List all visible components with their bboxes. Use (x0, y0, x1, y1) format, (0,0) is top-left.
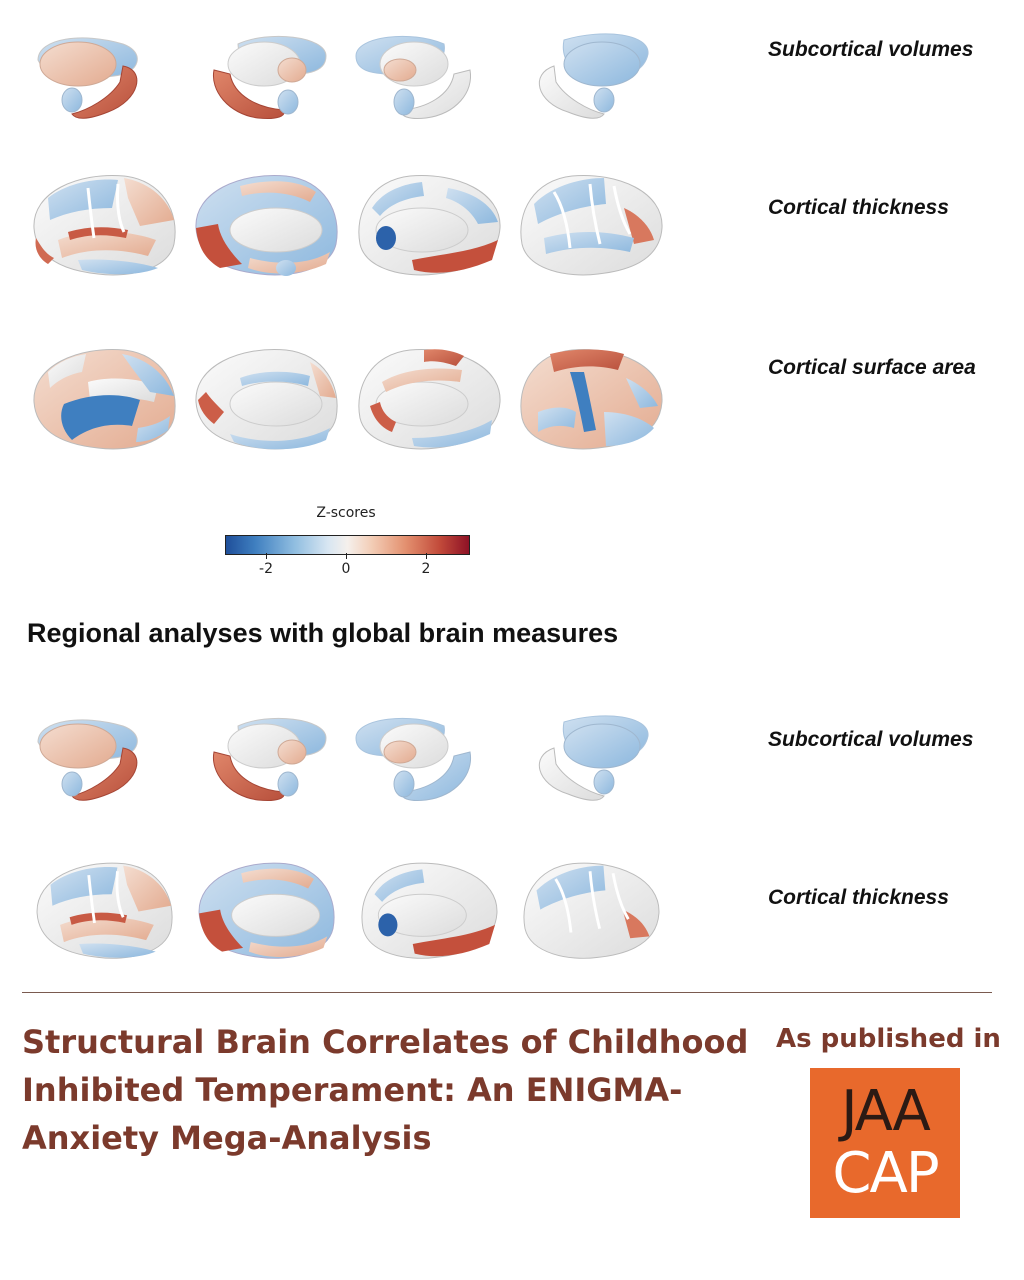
subcortical-right-lateral (538, 715, 649, 801)
colorbar-tick-label: 0 (341, 561, 351, 577)
row-cortical-thickness-1: Cortical thickness (0, 168, 1024, 288)
colorbar-tick-label: -2 (259, 561, 273, 577)
colorbar-tick (346, 553, 347, 559)
row-label: Cortical thickness (768, 196, 949, 219)
cortex-right-medial (358, 174, 501, 276)
subcortical-right-medial (355, 717, 472, 801)
row-cortical-surface-area: Cortical surface area (0, 342, 1024, 462)
cortex-left-medial (195, 174, 338, 276)
paper-title-line: Anxiety Mega-Analysis (22, 1119, 432, 1157)
divider (22, 992, 992, 993)
cortex-right-medial (358, 348, 501, 450)
subcortical-left-medial (212, 35, 327, 119)
cortex-left-lateral (36, 862, 173, 959)
logo-line: CAP (832, 1141, 939, 1206)
cortex-left-medial (195, 348, 338, 450)
subcortical-right-lateral (538, 33, 649, 119)
cortex-left-medial (198, 862, 335, 959)
row-label: Subcortical volumes (768, 728, 974, 751)
colorbar-tick-label: 2 (421, 561, 431, 577)
cortex-right-lateral (523, 862, 660, 959)
paper-title-line: Structural Brain Correlates of Childhood (22, 1023, 749, 1061)
cortex-right-lateral (520, 348, 663, 450)
subcortical-left-lateral (37, 37, 138, 119)
cortex-left-lateral (33, 348, 176, 450)
cortex-left-lateral (33, 174, 176, 276)
row-subcortical-volumes-1: Subcortical volumes (0, 30, 1024, 130)
paper-title-line: Inhibited Temperament: An ENIGMA- (22, 1071, 683, 1109)
row-label: Subcortical volumes (768, 38, 974, 61)
jaacap-logo[interactable]: JAA CAP (810, 1068, 960, 1218)
subcortical-left-medial (212, 717, 327, 801)
row-subcortical-volumes-2: Subcortical volumes (0, 712, 1024, 812)
colorbar-title: Z-scores (316, 505, 376, 521)
row-cortical-thickness-2: Cortical thickness (0, 856, 1024, 971)
colorbar-tick (426, 553, 427, 559)
section-heading: Regional analyses with global brain meas… (27, 618, 619, 648)
row-label: Cortical surface area (768, 356, 976, 379)
colorbar-tick (266, 553, 267, 559)
subcortical-left-lateral (37, 719, 138, 801)
cortex-right-lateral (520, 174, 663, 276)
logo-line: JAA (841, 1079, 931, 1144)
colorbar-gradient (225, 535, 470, 555)
published-label: As published in (776, 1024, 1001, 1054)
colorbar: Z-scores -2 0 2 (200, 505, 500, 585)
cortex-right-medial (361, 862, 498, 959)
row-label: Cortical thickness (768, 886, 949, 909)
paper-title: Structural Brain Correlates of Childhood… (22, 1018, 749, 1162)
subcortical-right-medial (355, 35, 472, 119)
